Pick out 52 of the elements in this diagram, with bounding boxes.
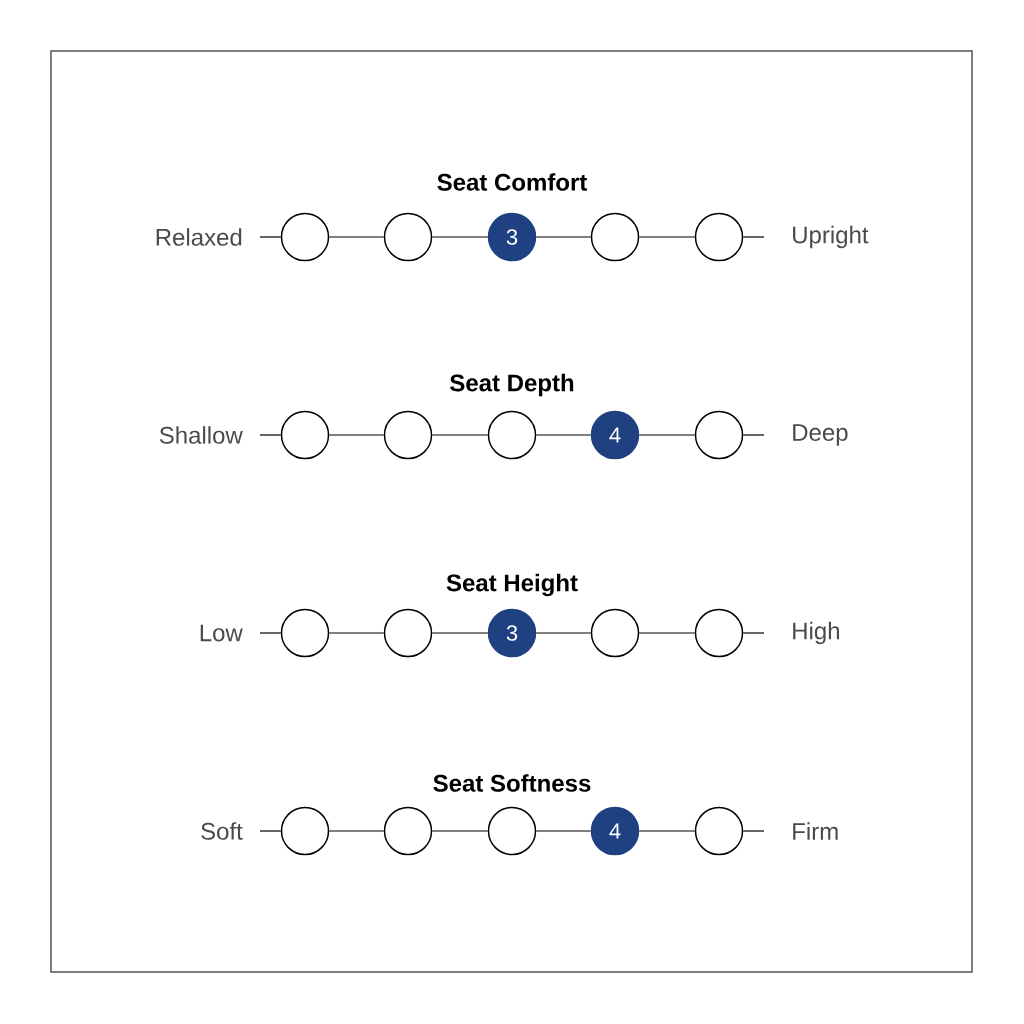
rating-circle <box>590 608 640 658</box>
connector-line <box>259 632 282 634</box>
rating-circle <box>383 212 433 262</box>
scale-min-label: Soft <box>201 822 243 840</box>
connector-line <box>535 434 592 436</box>
rating-circle <box>280 608 330 658</box>
connector-line <box>742 830 765 832</box>
connector-line <box>259 236 282 238</box>
rating-circle <box>590 212 640 262</box>
connector-line <box>259 434 282 436</box>
connector-line <box>328 434 385 436</box>
scale-min-label: Shallow <box>159 426 243 444</box>
rating-circle <box>280 212 330 262</box>
connector-line <box>431 434 489 436</box>
rating-circle <box>694 608 744 658</box>
connector-line <box>328 830 385 832</box>
connector-line <box>638 434 696 436</box>
rating-circle <box>487 806 537 856</box>
rating-circle <box>383 410 433 460</box>
connector-line <box>431 632 489 634</box>
scale-title: Seat Softness <box>433 774 591 792</box>
scale-max-label: Firm <box>793 822 838 840</box>
scale-min-label: Low <box>200 624 243 642</box>
connector-line <box>742 434 765 436</box>
connector-line <box>535 236 592 238</box>
connector-line <box>638 632 696 634</box>
scale-max-label: Deep <box>793 424 848 446</box>
scale-max-label: Upright <box>793 225 869 249</box>
connector-line <box>259 830 282 832</box>
connector-line <box>431 236 489 238</box>
connector-line <box>328 632 385 634</box>
rating-circle <box>383 608 433 658</box>
scale-title: Seat Height <box>446 573 578 597</box>
scale-min-label: Relaxed <box>156 228 242 246</box>
scale-title: Seat Comfort <box>437 173 587 191</box>
connector-line <box>535 830 592 832</box>
rating-circle <box>694 212 744 262</box>
scale-max-label: High <box>793 621 839 645</box>
scale-title: Seat Depth <box>450 373 574 397</box>
rating-circle <box>280 806 330 856</box>
connector-line <box>431 830 489 832</box>
connector-line <box>535 632 592 634</box>
rating-circle <box>383 806 433 856</box>
rating-circle <box>694 410 744 460</box>
connector-line <box>638 830 696 832</box>
connector-line <box>638 236 696 238</box>
rating-circle <box>487 410 537 460</box>
connector-line <box>742 632 765 634</box>
connector-line <box>742 236 765 238</box>
rating-circle <box>694 806 744 856</box>
rating-circle <box>280 410 330 460</box>
connector-line <box>328 236 385 238</box>
